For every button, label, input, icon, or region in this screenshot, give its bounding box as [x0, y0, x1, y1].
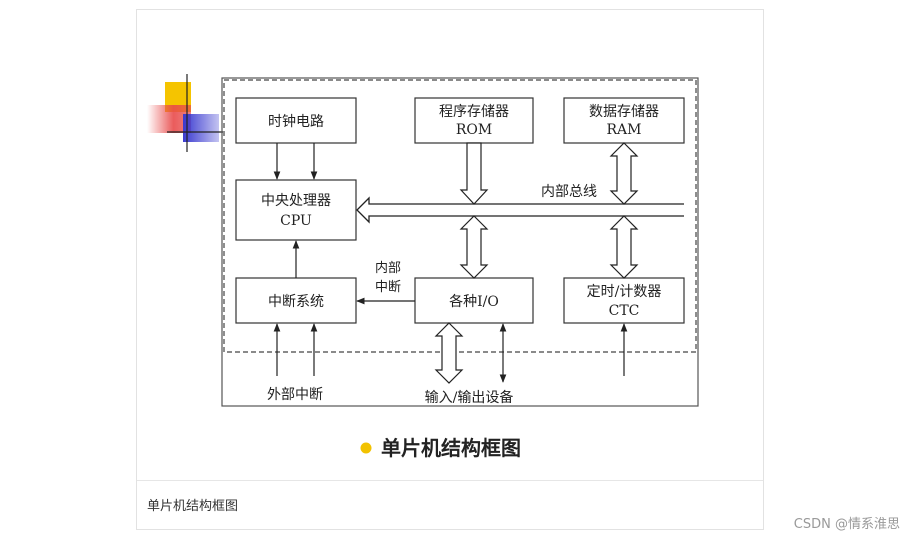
ram-block — [563, 97, 685, 144]
external-interrupt-label: 外部中断 — [267, 387, 323, 403]
ctc-label-1: 定时/计数器 — [587, 284, 662, 300]
image-card: 时钟电路 程序存储器 ROM 数据存储器 RAM 中央处理器 CPU 中断系统 … — [136, 9, 764, 530]
cpu-block — [235, 179, 357, 241]
bus-ctc-arrow — [609, 215, 639, 279]
clock-block — [235, 97, 357, 144]
chip-outer-frame — [221, 77, 699, 407]
ram-label-1: 数据存储器 — [589, 104, 659, 120]
internal-bus-arrow — [356, 196, 684, 224]
rom-label-1: 程序存储器 — [439, 104, 509, 120]
title-bullet-icon — [360, 442, 372, 454]
internal-bus-label: 内部总线 — [541, 184, 597, 200]
cpu-label-2: CPU — [280, 213, 312, 229]
io-devices-label: 输入/输出设备 — [425, 389, 514, 406]
cpu-label-1: 中央处理器 — [261, 193, 331, 209]
chip-boundary-dashed — [223, 79, 697, 353]
ram-label-2: RAM — [607, 122, 642, 138]
internal-interrupt-label-2: 中断 — [375, 280, 401, 295]
io-label: 各种I/O — [449, 294, 499, 310]
rom-block — [414, 97, 534, 144]
io-block — [414, 277, 534, 324]
rom-bus-arrow — [459, 142, 489, 205]
decorative-logo — [147, 74, 223, 152]
ctc-label-2: CTC — [609, 303, 640, 319]
diagram-figure: 时钟电路 程序存储器 ROM 数据存储器 RAM 中央处理器 CPU 中断系统 … — [137, 10, 763, 480]
image-caption: 单片机结构框图 — [147, 499, 239, 514]
diagram-title: 单片机结构框图 — [381, 436, 521, 460]
block-diagram: 时钟电路 程序存储器 ROM 数据存储器 RAM 中央处理器 CPU 中断系统 … — [147, 74, 699, 460]
clock-label: 时钟电路 — [268, 113, 324, 130]
bus-io-arrow — [459, 215, 489, 279]
interrupt-block — [235, 277, 357, 324]
internal-interrupt-label-1: 内部 — [375, 260, 401, 276]
caption-bar: 单片机结构框图 — [137, 480, 763, 530]
ctc-block — [563, 277, 685, 324]
rom-label-2: ROM — [456, 122, 492, 138]
io-devices-hollow-arrow — [434, 322, 464, 384]
interrupt-label: 中断系统 — [268, 294, 324, 310]
ram-bus-arrow — [609, 142, 639, 205]
watermark: CSDN @情系淮思 — [793, 517, 900, 532]
